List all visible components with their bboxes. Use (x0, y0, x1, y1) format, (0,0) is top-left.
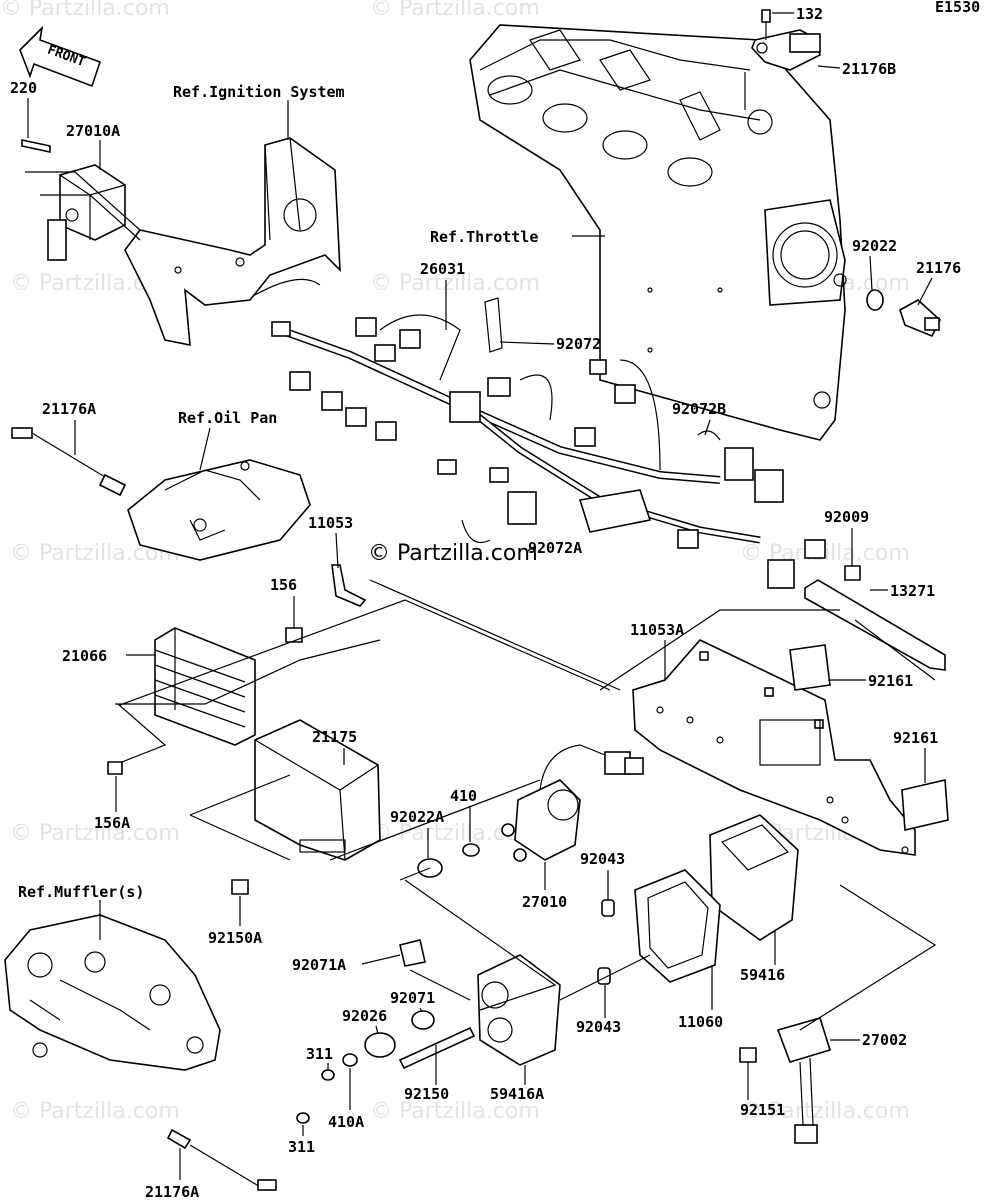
front-arrow-icon: FRONT (19, 25, 102, 88)
part-59416-cover (597, 814, 799, 985)
watermark-text: © Partzilla.com (370, 271, 540, 296)
part-21066-regulator (107, 627, 381, 775)
label-92072b: 92072B (672, 400, 726, 418)
ref-throttle: Ref.Throttle (430, 228, 538, 246)
part-21176b-sensor (744, 9, 821, 110)
label-92072: 92072 (556, 335, 601, 353)
part-59416a-housing (296, 939, 561, 1124)
label-410: 410 (450, 787, 477, 805)
part-27002-relay (739, 1017, 832, 1144)
label-59416a: 59416A (490, 1085, 544, 1103)
label-26031: 26031 (420, 260, 465, 278)
part-13271-strap (804, 565, 946, 671)
label-92009: 92009 (824, 508, 869, 526)
label-92150: 92150 (404, 1085, 449, 1103)
label-21176a-bottom: 21176A (145, 1183, 199, 1200)
label-92022a: 92022A (390, 808, 444, 826)
watermark-text: © Partzilla.com (10, 821, 180, 846)
label-21175: 21175 (312, 728, 357, 746)
label-92043-b: 92043 (576, 1018, 621, 1036)
label-21176: 21176 (916, 259, 961, 277)
label-92022: 92022 (852, 237, 897, 255)
label-92026: 92026 (342, 1007, 387, 1025)
label-410a: 410A (328, 1113, 364, 1131)
part-21176-sensor (866, 289, 941, 338)
label-92161-a: 92161 (868, 672, 913, 690)
label-13271: 13271 (890, 582, 935, 600)
label-59416: 59416 (740, 966, 785, 984)
wire-harness (271, 297, 826, 589)
part-21176a-sensor-bottom (166, 1128, 277, 1191)
label-92071a: 92071A (292, 956, 346, 974)
ignition-bracket (124, 137, 341, 346)
part-27010-relay (417, 744, 644, 878)
copyright-text: © Partzilla.com (368, 541, 538, 566)
watermark-text: © Partzilla.com (10, 1099, 180, 1124)
label-92043-a: 92043 (580, 850, 625, 868)
label-21066: 21066 (62, 647, 107, 665)
label-11053a: 11053A (630, 621, 684, 639)
assembly-lines (119, 579, 937, 1031)
part-21175-ecu (231, 719, 381, 895)
label-156a: 156A (94, 814, 130, 832)
part-21176a-sensor-top (11, 427, 127, 497)
part-92161-pads (789, 644, 949, 831)
label-311-b: 311 (288, 1138, 315, 1156)
ref-oil-pan: Ref.Oil Pan (178, 409, 277, 427)
label-92072a: 92072A (528, 539, 582, 557)
label-92150a: 92150A (208, 929, 262, 947)
watermark-text: © Partzilla.com (370, 0, 540, 21)
watermark-text: © Partzilla.com (370, 1099, 540, 1124)
label-311-a: 311 (306, 1045, 333, 1063)
label-132: 132 (796, 5, 823, 23)
label-11053: 11053 (308, 514, 353, 532)
label-11060: 11060 (678, 1013, 723, 1031)
part-labels: 132 21176B 220 27010A 92022 21176 26031 … (10, 5, 961, 1200)
watermark-text: © Partzilla.com (740, 1099, 910, 1124)
part-11053-bracket (285, 564, 367, 643)
label-92151: 92151 (740, 1101, 785, 1119)
part-11053a-plate (632, 639, 916, 856)
muffler (4, 914, 221, 1071)
label-220: 220 (10, 79, 37, 97)
label-92161-b: 92161 (893, 729, 938, 747)
watermark-text: © Partzilla.com (0, 0, 170, 21)
label-21176b: 21176B (842, 60, 896, 78)
ref-ignition: Ref.Ignition System (173, 83, 345, 101)
label-27010: 27010 (522, 893, 567, 911)
diagram-code: E1530 (935, 0, 980, 16)
part-27010a-relay (21, 139, 141, 261)
ref-muffler: Ref.Muffler(s) (18, 883, 144, 901)
label-27002: 27002 (862, 1031, 907, 1049)
label-21176a-top: 21176A (42, 400, 96, 418)
label-156: 156 (270, 576, 297, 594)
label-27010a: 27010A (66, 122, 120, 140)
label-92071: 92071 (390, 989, 435, 1007)
oil-pan (127, 459, 311, 561)
